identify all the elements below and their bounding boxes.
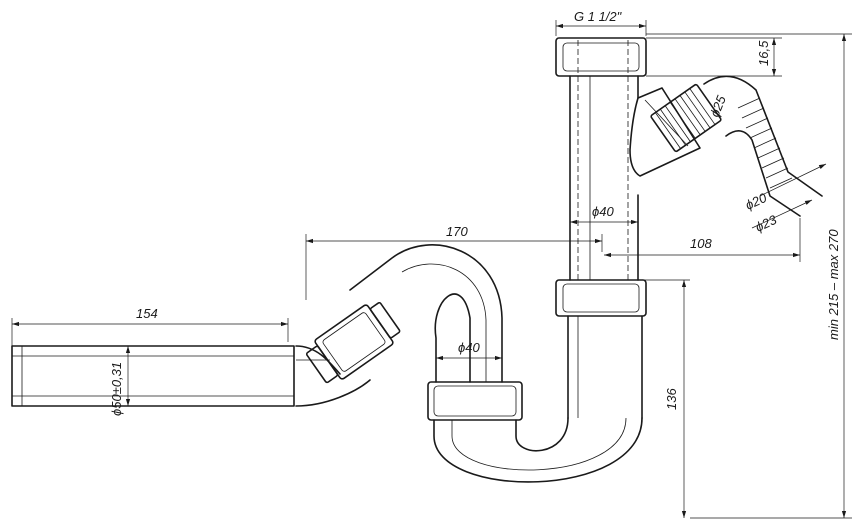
dim-outlet-length-label: 154 <box>136 306 158 321</box>
inlet-pipe <box>555 37 647 419</box>
dim-hose-inner-large-label: ϕ23 <box>753 212 780 235</box>
dim-inlet-diameter-label: ϕ40 <box>592 204 614 219</box>
dimension-lines <box>11 20 852 519</box>
outlet-elbow <box>295 302 401 407</box>
hose-ribs <box>737 97 793 189</box>
dim-hose-offset-label: 108 <box>690 236 712 251</box>
dim-top-height-label: 16,5 <box>756 40 771 66</box>
dim-thread-label: G 1 1/2" <box>574 9 623 24</box>
outlet-pipe <box>11 345 295 407</box>
dim-horizontal-offset-label: 170 <box>446 224 468 239</box>
dim-total-height-label: min 215 – max 270 <box>826 229 841 340</box>
dim-outlet-diameter-label: ϕ50±0,31 <box>109 362 124 416</box>
dim-outlet-height-label: 136 <box>664 388 679 410</box>
hose-branch <box>629 75 823 217</box>
dim-hose-outer-label: ϕ25 <box>707 93 729 119</box>
dim-trap-diameter-label: ϕ40 <box>458 340 480 355</box>
